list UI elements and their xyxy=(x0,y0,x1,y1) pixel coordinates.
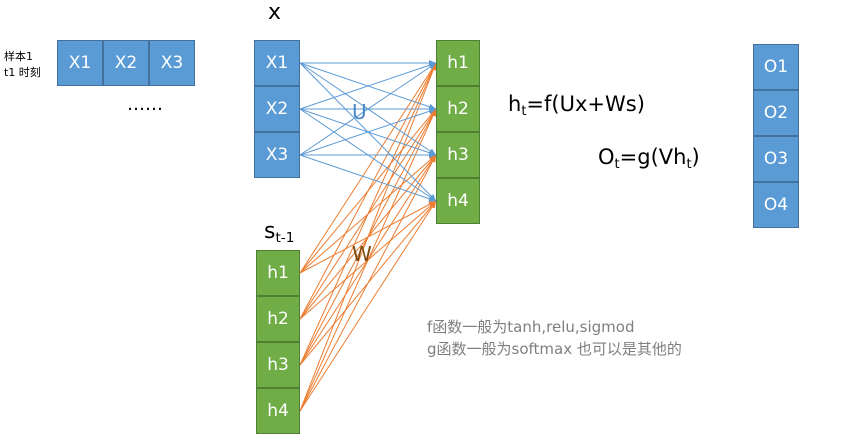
hidden-node-h1: h1 xyxy=(436,40,480,86)
sample-label-line1: 样本1 xyxy=(4,50,33,63)
w-arrow-2-1 xyxy=(299,62,437,320)
formula-hidden: ht=f(Ux+Ws) xyxy=(508,92,645,119)
hidden-node-h3: h3 xyxy=(436,132,480,178)
state-node-h3: h3 xyxy=(256,342,300,388)
w-arrow-1-1 xyxy=(299,62,437,274)
w-arrow-4-2 xyxy=(299,108,437,412)
formula-h-var: h xyxy=(508,92,522,116)
u-weight-arrows xyxy=(299,60,437,202)
state-node-h2: h2 xyxy=(256,296,300,342)
state-node-h1: h1 xyxy=(256,250,300,296)
state-title-base: s xyxy=(264,219,276,244)
input-node-x2: X2 xyxy=(254,86,300,132)
u-arrow-3-1 xyxy=(299,62,437,156)
formula-h-rest: =f(Ux+Ws) xyxy=(526,92,645,116)
input-node-x3: X3 xyxy=(254,132,300,178)
hidden-node-h2: h2 xyxy=(436,86,480,132)
sample-label-line2: t1 时刻 xyxy=(4,66,41,79)
note-line2: g函数一般为softmax 也可以是其他的 xyxy=(427,340,682,358)
u-arrow-2-1 xyxy=(299,62,437,110)
w-weight-arrows xyxy=(299,62,437,412)
w-arrow-3-1 xyxy=(299,62,437,366)
hidden-node-h4: h4 xyxy=(436,178,480,224)
formula-o-var: O xyxy=(598,145,615,169)
weight-w-label: W xyxy=(352,242,372,266)
sample-cell-x3: X3 xyxy=(149,40,195,86)
input-node-x1: X1 xyxy=(254,40,300,86)
state-title: st-1 xyxy=(264,219,294,246)
state-node-h4: h4 xyxy=(256,388,300,434)
formula-o-sub: t xyxy=(614,156,620,172)
weight-u-label: U xyxy=(352,100,367,124)
formula-o-mid: =g(Vh xyxy=(619,145,687,169)
w-arrow-4-3 xyxy=(299,154,437,412)
formula-o-mid-sub: t xyxy=(686,156,692,172)
output-node-o4: O4 xyxy=(753,182,799,228)
output-node-o3: O3 xyxy=(753,136,799,182)
u-arrow-3-4 xyxy=(299,154,437,202)
formula-o-end: ) xyxy=(691,145,700,169)
input-title: x xyxy=(268,0,282,25)
u-arrow-3-2 xyxy=(299,108,437,156)
output-node-o1: O1 xyxy=(753,44,799,90)
w-arrow-4-1 xyxy=(299,62,437,412)
sample-cell-x1: X1 xyxy=(57,40,103,86)
state-title-sub: t-1 xyxy=(275,230,295,247)
sample-cell-x2: X2 xyxy=(103,40,149,86)
formula-h-sub: t xyxy=(521,103,527,119)
note-line1: f函数一般为tanh,relu,sigmod xyxy=(427,318,635,336)
formula-output: Ot=g(Vht) xyxy=(598,145,700,172)
output-node-o2: O2 xyxy=(753,90,799,136)
ellipsis: …… xyxy=(127,94,163,115)
w-arrow-4-4 xyxy=(299,200,437,412)
